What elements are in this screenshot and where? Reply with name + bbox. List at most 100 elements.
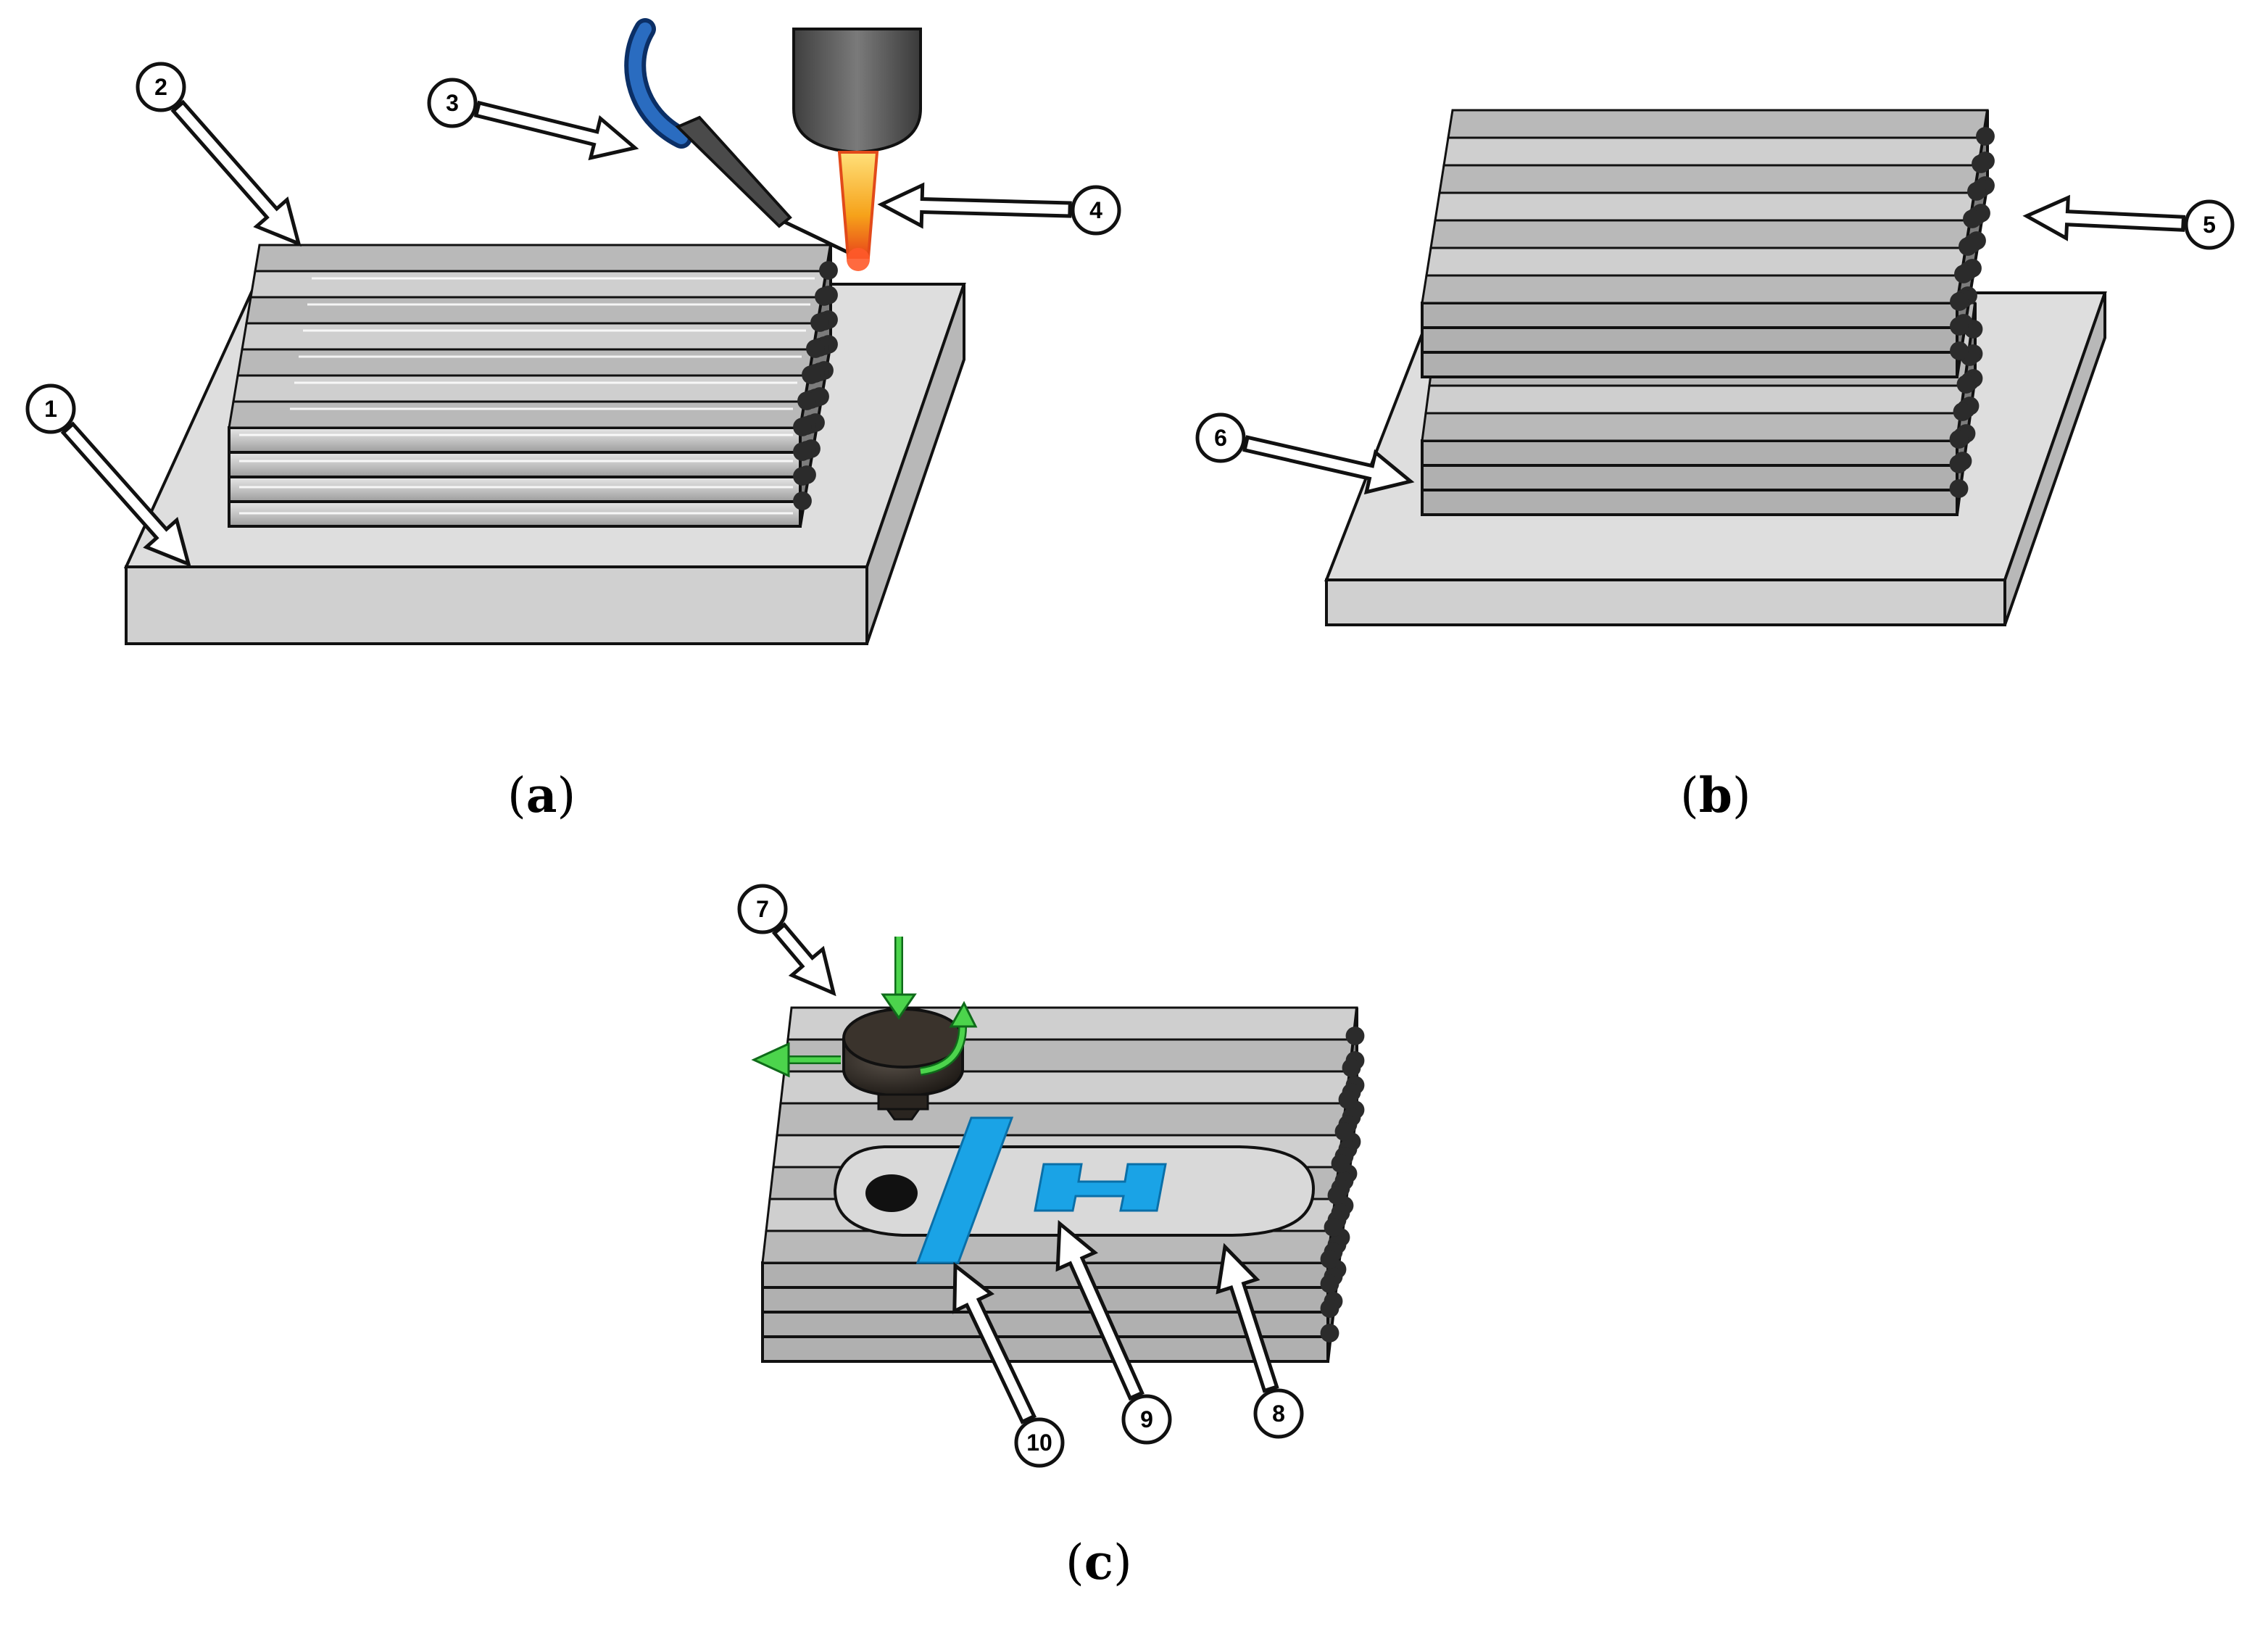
bead-layer [761,1335,1329,1363]
bead-layer [228,426,802,454]
deposited-layers [228,244,838,528]
bead-cross-section [1320,1274,1339,1293]
callout-arrow-icon [170,99,302,247]
upper-block [1421,109,1995,378]
bead-top-strip [232,374,810,403]
callout-number: 1 [44,396,57,422]
callout-circle [25,383,76,434]
bead-top-strip [228,400,806,429]
bead-cross-section [1949,430,1969,449]
bead-layer [1421,439,1958,467]
callout-5: 5 [2022,194,2235,250]
feed-down-arrow-icon [881,937,917,1020]
bead-top-strip [241,322,819,351]
callout-circle [737,884,788,934]
bead-cross-section [1954,265,1973,283]
bead-cross-section [806,339,825,358]
callout-arrow-icon [2022,194,2186,241]
bead-cross-section [1320,1250,1339,1269]
callout-1: 1 [25,383,191,568]
callout-arrow-icon [1216,1242,1279,1393]
rotation-arrow-icon [920,1000,978,1076]
callout-arrow-icon [1055,1219,1145,1401]
bead-layer [1421,489,1958,516]
callout-number: 7 [756,896,769,922]
bead-layer [228,451,802,478]
bead-top-strip [1442,136,1985,167]
panel-c-diagram [751,937,1365,1363]
bead-top-strip [776,1102,1347,1137]
bead-top-strip [1434,191,1976,222]
callout-arrow-icon [877,182,1072,229]
callout-circle [1121,1394,1172,1445]
bead-cross-section [1956,375,1976,394]
bead-layer [1421,326,1958,354]
bead-cross-section [1963,209,1982,228]
bead-top-strip [1438,164,1980,194]
callout-3: 3 [427,78,639,161]
bead-cross-section [1950,292,1969,311]
bead-cross-section [810,313,829,332]
callout-2: 2 [136,62,302,247]
bead-cross-section [1967,182,1986,201]
callout-6: 6 [1195,412,1415,495]
callout-number: 10 [1026,1430,1052,1456]
callout-arrow-icon [1242,435,1415,495]
bead-cross-section [1338,1090,1358,1109]
bead-cross-section [793,491,812,510]
callout-circle [1195,412,1246,463]
welding-torch [792,28,922,271]
bead-cross-section [1327,1186,1347,1205]
callout-circle [427,78,478,128]
callout-arrow-icon [473,100,639,161]
callout-arrow-icon [771,922,836,997]
bead-cross-section [1331,1154,1350,1173]
callout-number: 6 [1214,425,1227,451]
bead-top-strip [1425,246,1967,277]
callout-arrow-icon [60,421,191,568]
milling-cutter [842,1008,964,1121]
bead-top-strip [1421,412,1962,442]
bead-cross-section [1345,1026,1365,1045]
machined-slot [915,1116,1014,1264]
bead-cross-section [793,418,812,436]
callout-number: 5 [2203,212,2216,238]
bead-top-strip [1429,219,1972,249]
bead-cross-section [802,365,821,384]
bead-top-strip [254,244,832,273]
callout-10: 10 [952,1261,1065,1468]
callout-arrow-icon [952,1261,1037,1424]
callout-number: 8 [1272,1401,1285,1427]
bead-cross-section [1324,1218,1343,1237]
bead-cross-section [1953,402,1972,421]
bead-top-strip [1421,274,1963,304]
bead-cross-section [1320,1324,1339,1343]
bead-top-strip [249,270,828,299]
panel-label-a: (a) [507,767,576,824]
callout-circle [2184,199,2235,250]
drilled-hole [865,1174,918,1212]
bead-layer [1421,302,1958,329]
tool-motion-arrows [751,937,978,1078]
bead-cross-section [819,261,838,280]
bead-top-strip [245,296,823,325]
bead-cross-section [1972,154,1990,173]
callout-circle [1014,1417,1065,1468]
bead-cross-section [1949,479,1969,498]
panel-label-b: (b) [1680,767,1751,824]
callout-circle [1253,1388,1304,1439]
bead-cross-section [793,467,812,486]
bead-cross-section [1334,1122,1354,1141]
panel-a-diagram [123,18,966,645]
bead-cross-section [1958,237,1977,256]
callout-number: 2 [154,74,167,100]
bead-cross-section [1342,1058,1361,1077]
callout-number: 3 [446,90,459,116]
wire-feed [624,18,855,257]
panel-label-c: (c) [1066,1534,1132,1590]
bead-cross-section [1950,341,1969,360]
callout-8: 8 [1216,1242,1304,1439]
bead-cross-section [1950,317,1969,336]
